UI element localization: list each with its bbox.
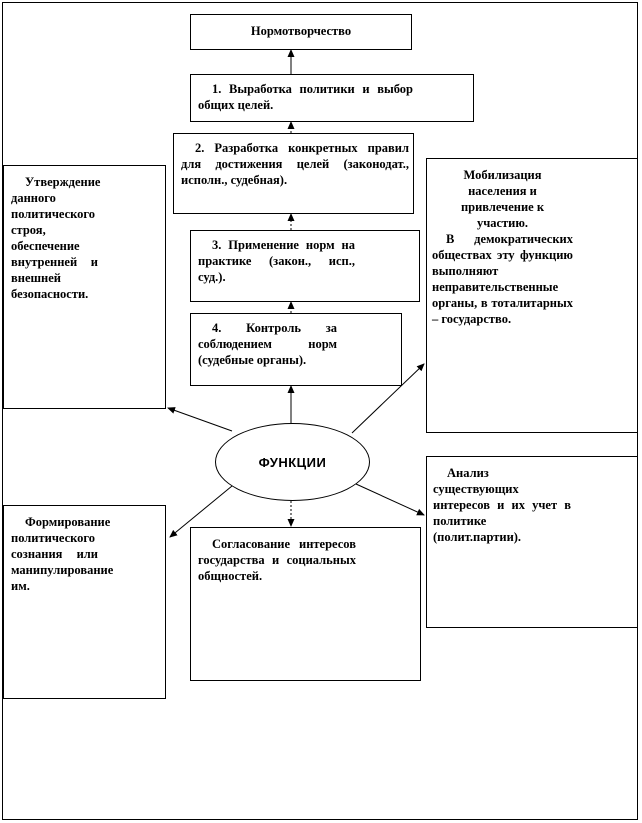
arrow-to-consciousness bbox=[169, 485, 233, 538]
mobilization-body: В демократических обществах эту функцию … bbox=[432, 232, 573, 326]
arrow-to-interests bbox=[355, 483, 425, 516]
policy-box: 1. Выработка политики и выбор общих целе… bbox=[190, 74, 474, 122]
interests-box: Анализ существующих интересов и их учет … bbox=[426, 456, 638, 628]
coordination-box: Согласование интересов государства и соц… bbox=[190, 527, 421, 681]
control-box: 4. Контроль за соблюдением норм (судебны… bbox=[190, 313, 402, 386]
coordination-label: Согласование интересов государства и соц… bbox=[198, 537, 356, 583]
arrow-to-mobilization bbox=[351, 363, 425, 434]
mobilization-title: Мобилизация населения и привлечение к уч… bbox=[460, 168, 545, 230]
policy-label: 1. Выработка политики и выбор общих целе… bbox=[198, 82, 413, 112]
application-label: 3. Применение норм на практике (закон., … bbox=[198, 238, 355, 284]
security-label: Утверждение данного политического строя,… bbox=[11, 175, 101, 301]
application-box: 3. Применение норм на практике (закон., … bbox=[190, 230, 420, 302]
rules-box: 2. Разработка конкретных правил для дост… bbox=[173, 133, 414, 214]
rules-label: 2. Разработка конкретных правил для дост… bbox=[181, 141, 409, 187]
lawmaking-box: Нормотворчество bbox=[190, 14, 412, 50]
functions-node: ФУНКЦИИ bbox=[215, 423, 370, 501]
lawmaking-label: Нормотворчество bbox=[250, 24, 352, 38]
interests-label: Анализ существующих интересов и их учет … bbox=[433, 466, 571, 544]
consciousness-label: Формирование политического сознания или … bbox=[11, 515, 114, 593]
security-box: Утверждение данного политического строя,… bbox=[3, 165, 166, 409]
arrow-to-security bbox=[167, 407, 233, 432]
consciousness-box: Формирование политического сознания или … bbox=[3, 505, 166, 699]
functions-label: ФУНКЦИИ bbox=[258, 454, 327, 470]
control-label: 4. Контроль за соблюдением норм (судебны… bbox=[198, 321, 337, 367]
mobilization-box: Мобилизация населения и привлечение к уч… bbox=[426, 158, 638, 433]
